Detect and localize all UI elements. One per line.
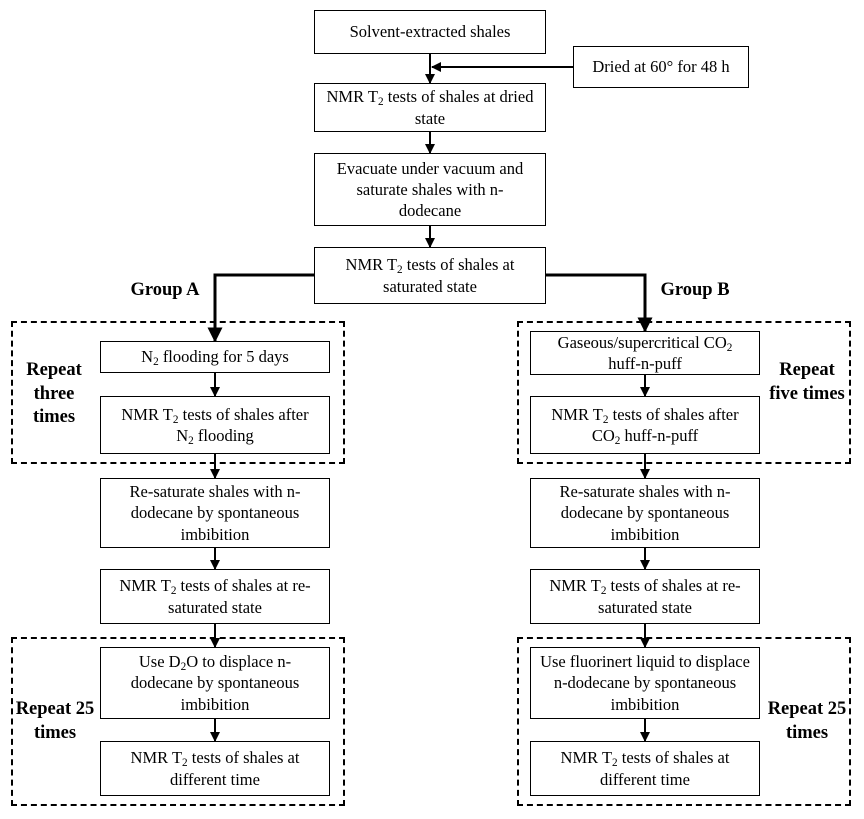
label-repeat-25-b: Repeat 25 times: [767, 699, 847, 743]
node-b-resaturate: Re-saturate shales with n-dodecane by sp…: [530, 478, 760, 548]
node-nmr-saturated-text: NMR T2 tests of shales at saturated stat…: [345, 255, 515, 296]
node-solvent-extracted: Solvent-extracted shales: [314, 10, 546, 54]
node-nmr-saturated: NMR T2 tests of shales at saturated stat…: [314, 247, 546, 304]
node-a-resaturate-text: Re-saturate shales with n-dodecane by sp…: [129, 482, 301, 544]
label-repeat-five: Repeat five times: [769, 360, 845, 404]
node-b-nmr-after-huff-text: NMR T2 tests of shales after CO2 huff-n-…: [551, 404, 739, 447]
repeat-group-b-bottom: [517, 637, 851, 806]
repeat-group-a-top: [11, 321, 345, 464]
node-nmr-dried: NMR T2 tests of shales at dried state: [314, 83, 546, 132]
node-b-nmr-resaturated: NMR T2 tests of shales at re-saturated s…: [530, 569, 760, 624]
label-repeat-three: Repeat three times: [26, 360, 82, 428]
node-b-nmr-different-time: NMR T2 tests of shales at different time: [530, 741, 760, 796]
node-a-nmr-different-time: NMR T2 tests of shales at different time: [100, 741, 330, 796]
node-evacuate-saturate-text: Evacuate under vacuum and saturate shale…: [336, 158, 524, 221]
node-dried-condition: Dried at 60° for 48 h: [573, 46, 749, 88]
node-b-nmr-different-time-text: NMR T2 tests of shales at different time: [560, 748, 730, 789]
repeat-group-a-bottom: [11, 637, 345, 806]
node-a-nmr-resaturated: NMR T2 tests of shales at re-saturated s…: [100, 569, 330, 624]
node-b-nmr-resaturated-text: NMR T2 tests of shales at re-saturated s…: [549, 576, 741, 617]
node-a-nmr-different-time-text: NMR T2 tests of shales at different time: [130, 748, 300, 789]
node-evacuate-saturate: Evacuate under vacuum and saturate shale…: [314, 153, 546, 226]
label-group-b: Group B: [660, 280, 730, 300]
label-group-a: Group A: [130, 280, 200, 300]
branch-group-a: [207, 273, 314, 343]
node-b-huff-n-puff-text: Gaseous/supercritical CO2 huff-n-puff: [557, 332, 733, 373]
node-dried-condition-text: Dried at 60° for 48 h: [592, 57, 730, 77]
node-b-fluorinert-displace: Use fluorinert liquid to displace n-dode…: [530, 647, 760, 719]
node-a-n2-flooding-text: N2 flooding for 5 days: [141, 347, 289, 369]
node-a-nmr-after-flooding: NMR T2 tests of shales after N2 flooding: [100, 396, 330, 454]
node-a-n2-flooding: N2 flooding for 5 days: [100, 341, 330, 373]
node-a-nmr-after-flooding-text: NMR T2 tests of shales after N2 flooding: [121, 404, 309, 447]
node-b-resaturate-text: Re-saturate shales with n-dodecane by sp…: [559, 482, 731, 544]
node-solvent-extracted-text: Solvent-extracted shales: [349, 22, 511, 42]
node-a-d2o-displace-text: Use D2O to displace n-dodecane by sponta…: [130, 652, 300, 714]
label-repeat-25-a: Repeat 25 times: [15, 699, 95, 743]
node-nmr-dried-text: NMR T2 tests of shales at dried state: [326, 87, 534, 128]
node-b-fluorinert-displace-text: Use fluorinert liquid to displace n-dode…: [540, 652, 750, 714]
repeat-group-b-top: [517, 321, 851, 464]
branch-group-b: [546, 273, 653, 333]
node-a-d2o-displace: Use D2O to displace n-dodecane by sponta…: [100, 647, 330, 719]
node-b-nmr-after-huff: NMR T2 tests of shales after CO2 huff-n-…: [530, 396, 760, 454]
node-a-resaturate: Re-saturate shales with n-dodecane by sp…: [100, 478, 330, 548]
node-a-nmr-resaturated-text: NMR T2 tests of shales at re-saturated s…: [119, 576, 311, 617]
node-b-huff-n-puff: Gaseous/supercritical CO2 huff-n-puff: [530, 331, 760, 375]
